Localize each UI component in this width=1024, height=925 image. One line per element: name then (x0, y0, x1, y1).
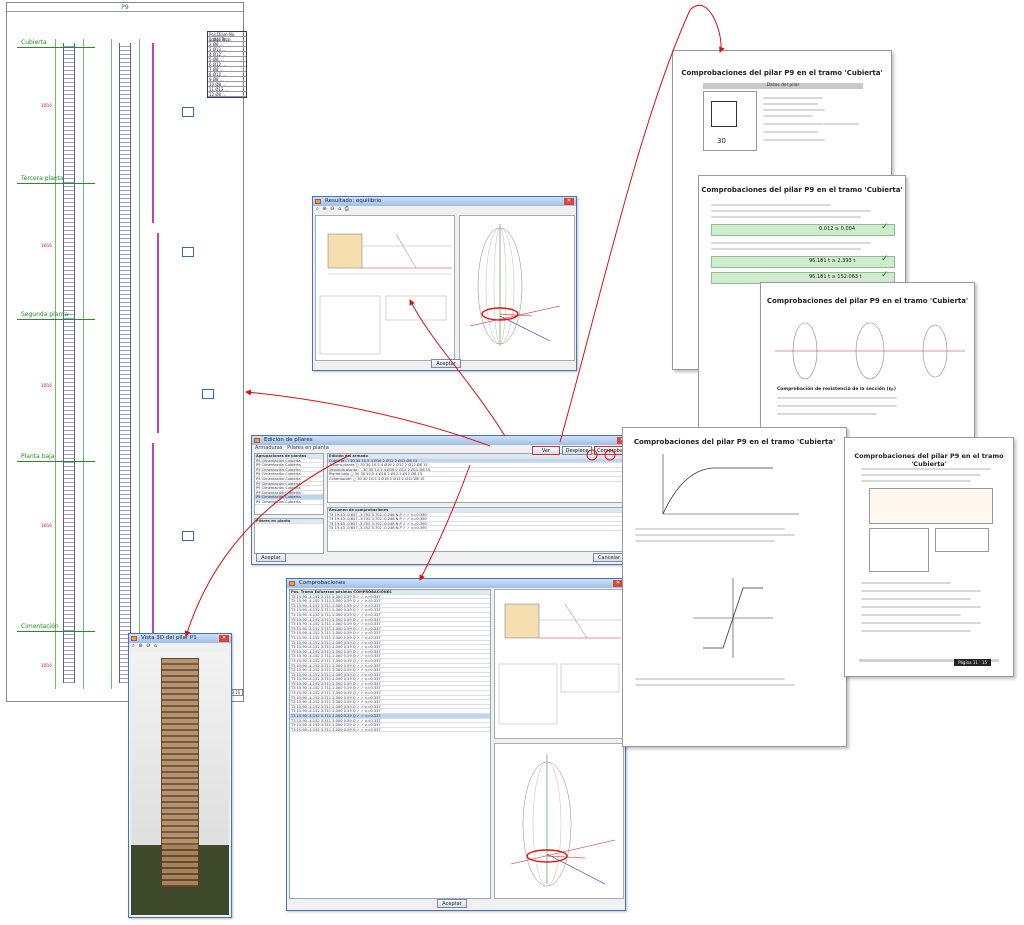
reinforcement-grid[interactable]: Edición del armado Cubierta ▢ 30 30 10.5… (327, 453, 627, 503)
window-title: Resultado: equilibrio (325, 198, 382, 204)
window-title: Edición de pilares (264, 437, 313, 443)
window-title: Vista 3D del pilar P1 (141, 635, 197, 641)
columns-plan-view[interactable]: Pilares en planta (254, 518, 324, 554)
checks-table[interactable]: Pos. Tramo Esfuerzos pésimos COMPROBACIO… (289, 589, 491, 899)
page-title: Comprobaciones del pilar P9 en el tramo … (766, 297, 969, 305)
page-title: Comprobaciones del pilar P9 en el tramo … (633, 438, 836, 446)
section-detail (182, 531, 194, 541)
close-icon[interactable]: ✕ (613, 580, 623, 587)
report-page-4: Comprobaciones del pilar P9 en el tramo … (622, 427, 847, 747)
3d-interaction-surface (469, 224, 561, 346)
floor-groups-table[interactable]: Agrupaciones de plantas P9 Cimentación C… (254, 453, 324, 515)
section-detail (202, 389, 214, 399)
tab-armaduras[interactable]: Armaduras (255, 445, 283, 451)
3d-viewport[interactable] (131, 652, 229, 915)
checks-window[interactable]: Comprobaciones ✕ Pos. Tramo Esfuerzos pé… (286, 578, 626, 911)
app-icon (131, 636, 137, 641)
page-number: Página 11 - 15 (954, 659, 991, 666)
check-icon: ✓ (881, 254, 889, 264)
3d-view-window[interactable]: Vista 3D del pilar P1 ✕ ⌕ ⊕ ⊖ ⌂ (128, 633, 232, 918)
interaction-diagrams (775, 322, 965, 380)
level-label: Tercera planta (21, 175, 64, 182)
toolbar[interactable]: ⌕ ⊕ ⊖ ⌂ ⎙ (316, 206, 350, 212)
3d-interaction-surface (510, 754, 616, 887)
window-title: Comprobaciones (299, 580, 346, 586)
accept-button[interactable]: Aceptar (431, 359, 461, 368)
page-title: Comprobaciones del pilar P9 en el tramo … (701, 186, 903, 194)
column-elevation-1 (63, 43, 75, 683)
report-page-5: Comprobaciones del pilar P9 en el tramo … (844, 437, 1014, 677)
check-icon: ✓ (881, 270, 889, 280)
app-icon (254, 438, 260, 443)
3d-column-cage (161, 658, 199, 888)
steel-diagram (693, 578, 773, 658)
toolbar[interactable]: ⌕ ⊕ ⊖ ⌂ (132, 643, 159, 649)
close-icon[interactable]: ✕ (219, 635, 229, 642)
view-button[interactable]: Ver (532, 446, 560, 455)
level-label: Segunda planta (21, 311, 69, 318)
section-detail (182, 247, 194, 257)
level-label: Cimentación (21, 623, 59, 630)
interaction-diagram (319, 233, 452, 355)
page-title: Comprobaciones del pilar P9 en el tramo … (681, 69, 883, 77)
column-editor-window[interactable]: Edición de pilares ✕ Armaduras Pilares e… (251, 435, 630, 565)
app-icon (315, 199, 321, 204)
close-icon[interactable]: ✕ (564, 198, 574, 205)
stress-strain-chart (662, 454, 799, 515)
column-elevation-2 (119, 43, 131, 683)
reinforcement-table: Pos Diám No. Long. Total 1 Ø16 4 ... 2 Ø… (207, 31, 247, 98)
page-title: Comprobaciones del pilar P9 en el tramo … (854, 452, 1004, 468)
section-diagram (498, 603, 621, 725)
equilibrium-window[interactable]: Resultado: equilibrio ✕ ⌕ ⊕ ⊖ ⌂ ⎙ Ace (312, 196, 577, 371)
column-drawing: P9 Cubierta Tercera planta Segunda plant… (6, 2, 247, 702)
tab-pilares-en-planta[interactable]: Pilares en planta (287, 445, 329, 451)
section-detail (182, 107, 194, 117)
accept-button[interactable]: Aceptar (437, 899, 467, 908)
section-dimension: 30 (717, 137, 726, 145)
check-icon: ✓ (881, 222, 889, 232)
app-icon (289, 581, 295, 586)
drawing-header: P9 (7, 3, 243, 12)
level-label: Planta baja (21, 453, 55, 460)
level-label: Cubierta (21, 39, 47, 46)
checks-summary-table[interactable]: Resumen de comprobaciones T4 19.43 -0.65… (327, 507, 627, 552)
accept-button[interactable]: Aceptar (256, 553, 286, 562)
